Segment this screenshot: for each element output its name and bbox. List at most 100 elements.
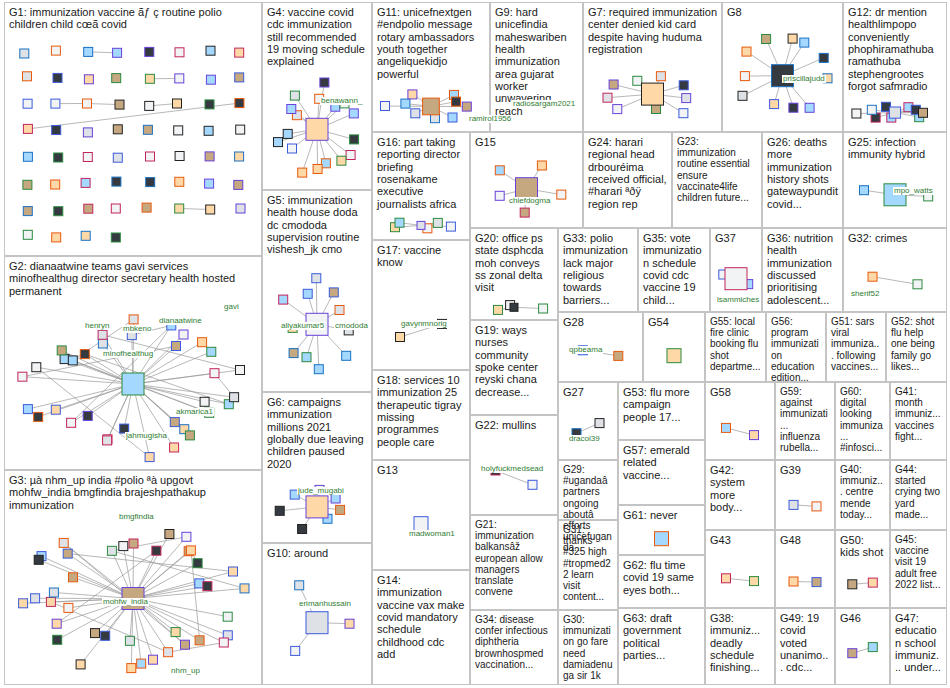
- vertex-icon: [205, 152, 214, 161]
- group-label: G16: part taking reporting director brie…: [373, 133, 469, 213]
- vertex-icon: [800, 38, 809, 47]
- vertex-icon: [396, 333, 405, 342]
- vertex-icon: [203, 582, 212, 591]
- vertex-icon: [172, 342, 181, 351]
- vertex-icon: [805, 103, 814, 112]
- group-label: G25: infection immunity hybrid: [844, 133, 946, 164]
- vertex-icon: [381, 102, 390, 111]
- vertex-icon: [210, 369, 219, 378]
- group-box: G26: deaths more immunization history sh…: [762, 132, 843, 228]
- group-label: G8: [723, 3, 842, 21]
- vertex-icon: [81, 178, 90, 187]
- vertex-icon: [23, 152, 32, 161]
- vertex-icon: [68, 356, 77, 365]
- vertex-icon: [57, 346, 66, 355]
- group-label: G47: education school immuniz... under..…: [891, 609, 946, 677]
- vertex-icon: [682, 94, 691, 103]
- group-box: G53: flu more campaign people 17...: [618, 382, 705, 440]
- group-box: G15: [470, 132, 583, 228]
- vertex-icon: [129, 315, 138, 324]
- group-label: G22: mullins: [471, 416, 557, 434]
- vertex-icon: [919, 108, 928, 117]
- vertex-name: lsammiches: [716, 296, 760, 304]
- group-label: G49: 19 covid voted unanimo... cdc...: [776, 609, 834, 677]
- vertex-icon: [236, 204, 245, 213]
- vertex-icon: [83, 128, 92, 137]
- group-box: G57: emerald related vaccine...: [618, 440, 705, 505]
- vertex-icon: [111, 233, 120, 242]
- group-label: G27: [559, 383, 617, 401]
- group-label: G23: immunization routine essential ensu…: [673, 133, 761, 206]
- vertex-icon: [288, 144, 297, 153]
- vertex-icon: [868, 272, 877, 281]
- vertex-icon: [679, 81, 688, 90]
- group-box: G48: [775, 530, 835, 608]
- vertex-icon: [46, 597, 55, 606]
- vertex-icon: [80, 350, 89, 359]
- vertex-icon: [52, 126, 61, 135]
- group-box: G3: µà nhm_up india #polio ªà upgovt moh…: [4, 470, 262, 685]
- vertex-icon: [113, 48, 122, 57]
- group-label: G60: digital looking immuniza... #infosc…: [836, 383, 889, 456]
- vertex-icon: [125, 636, 134, 645]
- group-box: G40: immuniz... centre mende today...: [835, 460, 890, 530]
- vertex-icon: [291, 646, 300, 655]
- group-box: G33: polio immunization lack major relig…: [558, 228, 638, 312]
- vertex-icon: [179, 330, 188, 339]
- vertex-icon: [867, 105, 876, 114]
- group-box: G55: local fire clinic booking flu shot …: [705, 312, 766, 382]
- vertex-icon: [84, 75, 93, 84]
- vertex-link: [112, 551, 245, 589]
- vertex-icon: [462, 102, 471, 111]
- vertex-icon: [174, 126, 183, 135]
- vertex-link: [39, 560, 133, 599]
- vertex-icon: [448, 113, 457, 122]
- group-box: G11: unicefnextgen #endpolio message rot…: [372, 2, 490, 132]
- vertex-icon: [81, 231, 90, 240]
- vertex-icon: [303, 289, 312, 298]
- vertex-icon: [725, 268, 747, 290]
- vertex-link: [64, 543, 185, 645]
- vertex-icon: [198, 338, 207, 347]
- vertex-icon: [23, 72, 32, 81]
- vertex-icon: [186, 546, 195, 555]
- group-label: G21: immunization balkansâž european all…: [471, 516, 557, 600]
- vertex-icon: [54, 207, 63, 216]
- vertex-name: minofhealthug: [102, 350, 154, 358]
- vertex-icon: [200, 397, 209, 406]
- group-box: G60: digital looking immuniza... #infosc…: [835, 382, 890, 460]
- vertex-icon: [60, 355, 69, 364]
- vertex-icon: [603, 93, 612, 102]
- group-label: G14: immunization vaccine vax make covid…: [373, 571, 469, 663]
- vertex-icon: [175, 74, 184, 83]
- vertex-icon: [750, 577, 759, 586]
- vertex-icon: [345, 619, 354, 628]
- vertex-icon: [112, 177, 121, 186]
- vertex-name: dracoi39: [568, 435, 601, 443]
- group-label: G41: month immuniz... vaccines fight...: [891, 383, 946, 445]
- vertex-icon: [395, 218, 404, 227]
- group-box: G50: kids shot: [835, 530, 890, 608]
- vertex-link: [22, 346, 176, 377]
- vertex-icon: [175, 152, 184, 161]
- vertex-icon: [788, 34, 797, 43]
- vertex-icon: [145, 47, 154, 56]
- group-label: G39: [776, 461, 834, 479]
- vertex-link: [28, 384, 133, 409]
- group-box: G27: [558, 382, 618, 460]
- group-label: G44: started crying two yard made...: [891, 461, 946, 523]
- vertex-icon: [306, 612, 328, 634]
- vertex-icon: [34, 412, 43, 421]
- vertex-icon: [652, 105, 661, 114]
- vertex-icon: [852, 109, 861, 118]
- vertex-icon: [738, 91, 747, 100]
- vertex-icon: [335, 306, 344, 315]
- vertex-icon: [91, 629, 100, 638]
- vertex-icon: [175, 48, 184, 57]
- group-label: G6: campaigns immunization millions 2021…: [263, 393, 371, 473]
- vertex-name: jahmugisha: [125, 432, 168, 440]
- vertex-icon: [613, 105, 622, 114]
- group-box: G21: immunization balkansâž european all…: [470, 515, 558, 610]
- group-box: G9: hard unicefindia maheswariben health…: [490, 2, 583, 132]
- group-label: G26: deaths more immunization history sh…: [763, 133, 842, 213]
